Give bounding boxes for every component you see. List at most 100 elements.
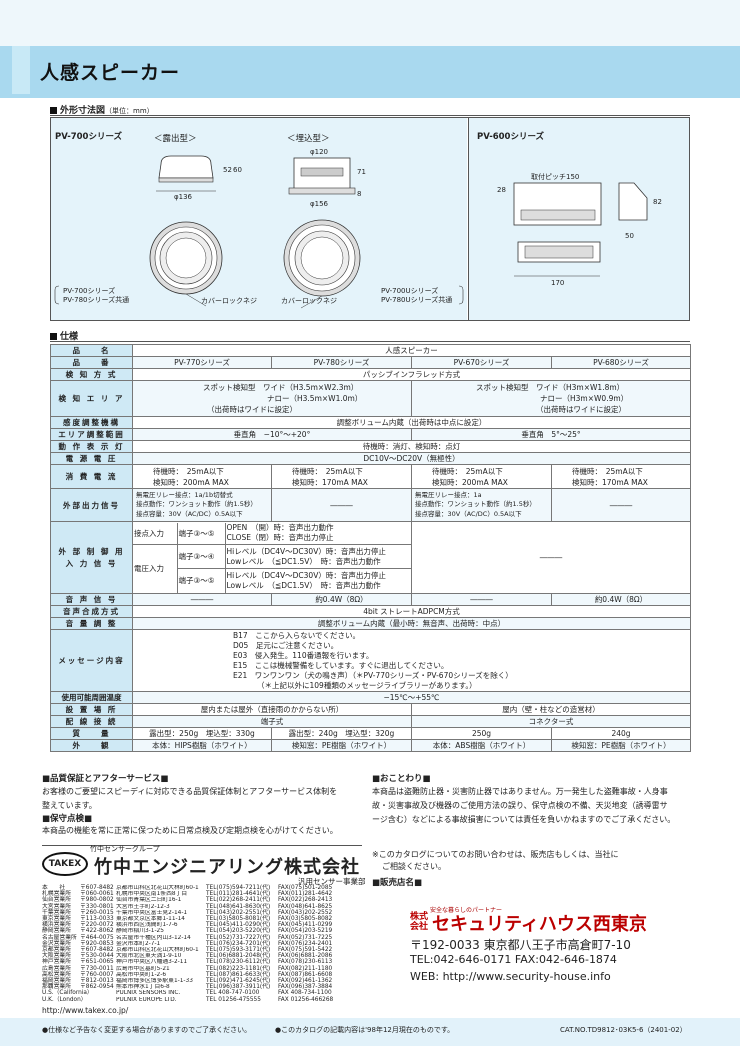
table-row: 配 線 接 続端子式コネクター式 (50, 715, 691, 728)
office-field: 熊本市神水1丁目6-8 (116, 984, 170, 991)
dim-136: φ136 (174, 193, 192, 201)
company-name: 竹中エンジニアリング株式会社 (94, 857, 360, 878)
office-field: 〒862-0954 (80, 984, 114, 991)
office-field: TEL(043)202-2551(代) (206, 909, 271, 916)
office-field: 〒760-0007 (80, 971, 114, 978)
table-row: 外 観本体：HIPS樹脂（ホワイト）検知窓：PE樹脂（ホワイト）本体：ABS樹脂… (50, 739, 691, 752)
office-field: 広島営業所 (42, 965, 71, 972)
office-field: 高松営業所 (42, 971, 71, 978)
office-field: 静岡市稲川3-1-25 (116, 928, 164, 935)
office-field: FAX(082)211-1180 (278, 965, 333, 972)
company-url[interactable]: http://www.takex.co.jp/ (42, 1006, 129, 1015)
pv700-diagram (54, 155, 464, 309)
quality-heading: ■品質保証とアフターサービス■ (42, 774, 169, 784)
table-row: 感度調整機構調整ボリューム内蔵（出荷時は中点に設定） (50, 416, 691, 429)
dealer-name: セキュリティハウス西東京 (432, 914, 647, 935)
office-field: 〒651-0065 (80, 959, 114, 966)
pv600-drawing: PV-600シリーズ 取付ピッチ150 28 82 50 170 (468, 118, 689, 320)
table-row: 外 部 制 御 用 入 力 信 号 接点入力 端子③〜⑤ OPEN （開）時：音… (50, 521, 691, 594)
office-field: 本 社 (42, 885, 66, 891)
office-field: 大宮市土手町2-12-3 (116, 903, 170, 910)
office-field: 神戸市中央区八幡通3-2-11 (116, 959, 188, 966)
office-field: 〒730-0011 (80, 965, 114, 972)
office-field: 〒422-8062 (80, 928, 114, 935)
office-field: TEL(075)594-7211(代) (206, 885, 271, 891)
office-list: 本 社 〒607-8482 京都市山科区北花山大林町60-1 TEL(075)594-… (42, 885, 362, 1003)
office-field: 静岡営業所 (42, 928, 71, 935)
office-field: TEL(03)5805-8081(代) (206, 916, 271, 923)
spec-heading: 仕様 (50, 329, 690, 342)
dim-170: 170 (551, 279, 565, 287)
office-field: 高松市中央町1-2-6 (116, 971, 167, 978)
note-left-1: PV-700シリーズ (63, 287, 116, 295)
dimensions-heading: 外形寸法図（単位：mm） (50, 103, 690, 116)
office-field: 仙台営業所 (42, 897, 71, 904)
office-field: FAX 01256-466268 (278, 996, 334, 1003)
office-field: 金沢市本町2-7-1 (116, 940, 161, 947)
dim-82: 82 (653, 198, 662, 206)
office-field: FAX(043)202-2552 (278, 909, 333, 916)
office-field: TEL(052)731-7227(代) (206, 934, 271, 941)
takex-logo: TAKEX (42, 852, 88, 876)
office-field: 大阪市北区東天満1-9-10 (116, 953, 182, 960)
dealer-web[interactable]: WEB: http://www.security-house.info (410, 970, 611, 983)
cover-screw-label-1: カバーロックネジ (201, 297, 257, 305)
dealer-kabushiki: 株式会社 (410, 912, 429, 932)
office-field: FAX(06)6881-2086 (278, 953, 333, 960)
office-field: TEL(076)234-7201(代) (206, 940, 271, 947)
office-field: FAX(045)411-0299 (278, 922, 333, 929)
maintenance-text: 本商品の機能を常に正常に保つために日常点検及び定期点検を心がけてください。 (42, 826, 338, 835)
office-field: 〒607-8482 (80, 885, 114, 891)
note-right-1: PV-700Uシリーズ (381, 287, 439, 295)
notice-text: 本商品は盗難防止器・災害防止器ではありません。万一発生した盗難事故・人身事故・災… (372, 787, 676, 824)
company-division: 汎用センサー事業部 (298, 877, 366, 886)
pv700-series-label: PV-700シリーズ (55, 132, 123, 142)
office-field: TEL(06)6881-2048(代) (206, 953, 271, 960)
office-field: 大宮営業所 (42, 903, 71, 910)
office-field: 福岡市博多区博多駅東1-1-33 (116, 978, 193, 985)
office-field: PULNIX EUROPE LTD. (116, 996, 177, 1003)
office-field: TEL(082)223-1181(代) (206, 965, 271, 972)
office-field: 京都市山科区北花山大林町60-1 (116, 947, 199, 954)
title-bar (0, 46, 740, 98)
table-row: 外部出力信号 無電圧リレー接点：1a/1b切替式接点動作：ワンショット動作（約1… (50, 488, 691, 522)
dim-28: 28 (497, 186, 506, 194)
office-field: FAX(022)268-2413 (278, 897, 333, 904)
office-field: 〒980-0802 (80, 897, 114, 904)
office-field: FAX(011)281-4642 (278, 891, 333, 898)
table-row: エリア調整範囲垂直角 −10°〜+20°垂直角 5°〜25° (50, 428, 691, 441)
office-field: 横浜営業所 (42, 922, 71, 929)
maintenance-heading: ■保守点検■ (42, 814, 93, 824)
dealer-tagline: 安全な暮らしのパートナー (430, 907, 503, 914)
dim-8: 8 (357, 190, 362, 198)
table-row: 消 費 電 流 待機時： 25mA以下検知時：200mA MAX 待機時： 25… (50, 464, 691, 489)
office-field: 〒464-0075 (80, 934, 114, 941)
office-field: FAX(087)861-6608 (278, 971, 333, 978)
office-field: TEL(096)387-3911(代) (206, 984, 271, 991)
office-field: 〒260-0015 (80, 909, 114, 916)
office-field: 横浜市西区浅間町1-7-6 (116, 922, 178, 929)
table-row: 検 知 エ リ ア スポット検知型 ワイド（H3.5m×W2.3m）ナロー（H3… (50, 380, 691, 417)
office-field: 名古屋市千種区内山3-12-14 (116, 934, 191, 941)
divider (42, 845, 362, 846)
office-field: FAX(054)203-5219 (278, 928, 333, 935)
office-field: TEL 408-747-0100 (206, 990, 260, 997)
office-field: FAX(075)501-2085 (278, 885, 333, 891)
table-row: 品 名人感スピーカー (50, 344, 691, 357)
office-field: 〒220-0072 (80, 922, 114, 929)
footer-middle: ●このカタログの記載内容は'98年12月現在のものです。 (275, 1026, 455, 1034)
office-row: U.K.（London）PULNIX EUROPE LTD.TEL 01256-… (42, 997, 362, 1003)
table-row: メッセージ内容 B17 ここから入らないでください。D05 足元にご注意ください… (50, 629, 691, 692)
office-field: TEL(048)641-8630(代) (206, 903, 271, 910)
office-field: FAX(075)591-5422 (278, 947, 333, 954)
